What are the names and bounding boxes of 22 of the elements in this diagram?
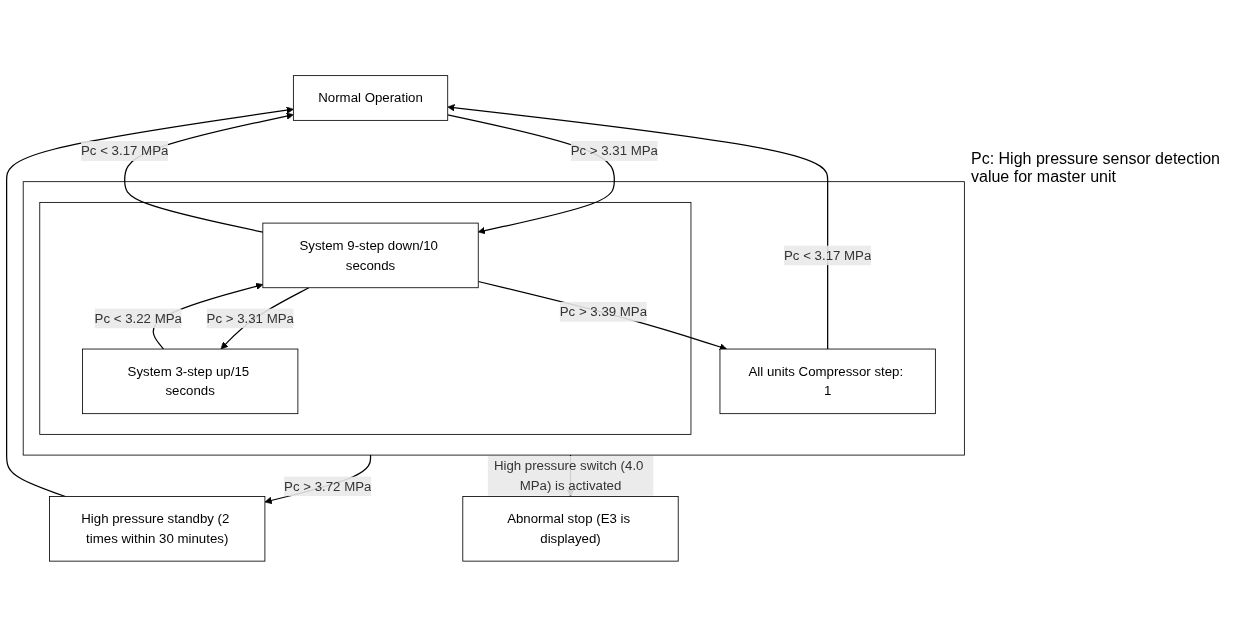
edge-label: Pc > 3.72 MPa (284, 479, 372, 494)
node-box: All units Compressor step: 1 (719, 348, 936, 415)
node-box: High pressure standby (2 times within 30 minutes) (49, 496, 266, 562)
node-box: Abnormal stop (E3 is displayed) (462, 496, 679, 562)
node-box: System 3-step up/15 seconds (82, 348, 299, 415)
node-box: Normal Operation (292, 75, 449, 121)
node-box: System 9-step down/10 seconds (262, 222, 479, 289)
edge-label: High pressure switch (4.0 MPa) is activated (493, 458, 644, 493)
arrow (447, 114, 615, 235)
arrow (124, 112, 294, 233)
edge-label: Pc > 3.31 MPa (570, 143, 658, 158)
arrow (6, 106, 294, 498)
edge-label: Pc < 3.22 MPa (94, 311, 182, 326)
cluster (39, 202, 692, 435)
note-text: Pc: High pressure sensor detection value for master unit (971, 150, 1221, 186)
edge-label: Pc > 3.31 MPa (206, 311, 294, 326)
edge-label: Pc > 3.39 MPa (559, 304, 648, 319)
arrow (447, 104, 829, 350)
edge-label: Pc < 3.17 MPa (81, 143, 169, 158)
edge-label: Pc < 3.17 MPa (784, 248, 872, 263)
arrow (477, 280, 727, 351)
cluster (22, 181, 965, 456)
